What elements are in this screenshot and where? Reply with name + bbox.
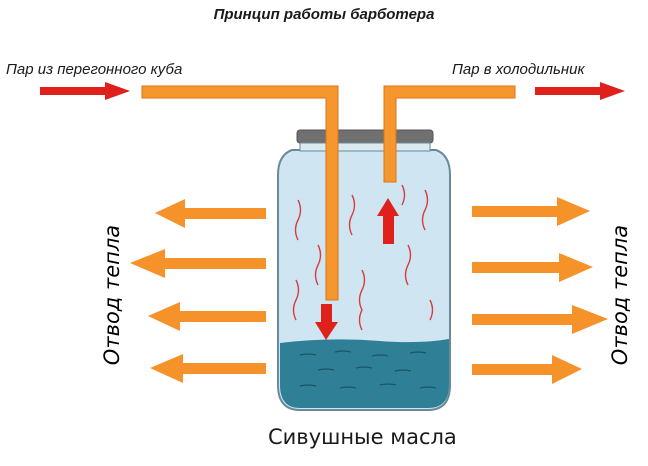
steam-squiggles bbox=[292, 184, 434, 331]
arrow-left-icon bbox=[130, 249, 266, 278]
diagram-title: Принцип работы барботера bbox=[213, 6, 435, 23]
heat-label-right: Отвод тепла bbox=[608, 224, 632, 366]
heat-label-left: Отвод тепла bbox=[100, 224, 124, 366]
arrow-right-icon bbox=[472, 305, 608, 334]
arrow-up-icon bbox=[377, 198, 399, 244]
jar-neck bbox=[299, 142, 431, 152]
arrow-left-icon bbox=[155, 199, 266, 228]
fusel-oil-label: Сивушные масла bbox=[268, 425, 457, 449]
arrow-right-icon bbox=[472, 355, 582, 384]
arrow-right-icon bbox=[472, 253, 593, 282]
outlet-label: Пар в холодильник bbox=[452, 61, 585, 78]
arrow-down-icon bbox=[315, 304, 338, 340]
steam-out-arrow bbox=[535, 82, 625, 100]
inlet-pipe bbox=[141, 85, 339, 301]
heat-arrows-right bbox=[472, 197, 608, 384]
arrow-right-icon bbox=[472, 197, 590, 226]
arrow-left-icon bbox=[148, 302, 266, 331]
jar-lid bbox=[296, 129, 434, 144]
steam-in-arrow bbox=[40, 82, 130, 100]
heat-arrows-left bbox=[130, 199, 266, 383]
arrow-left-icon bbox=[150, 354, 266, 383]
liquid-ripples bbox=[299, 350, 437, 389]
inlet-label: Пар из перегонного куба bbox=[6, 61, 183, 78]
liquid bbox=[280, 339, 449, 408]
outlet-pipe bbox=[383, 85, 516, 183]
